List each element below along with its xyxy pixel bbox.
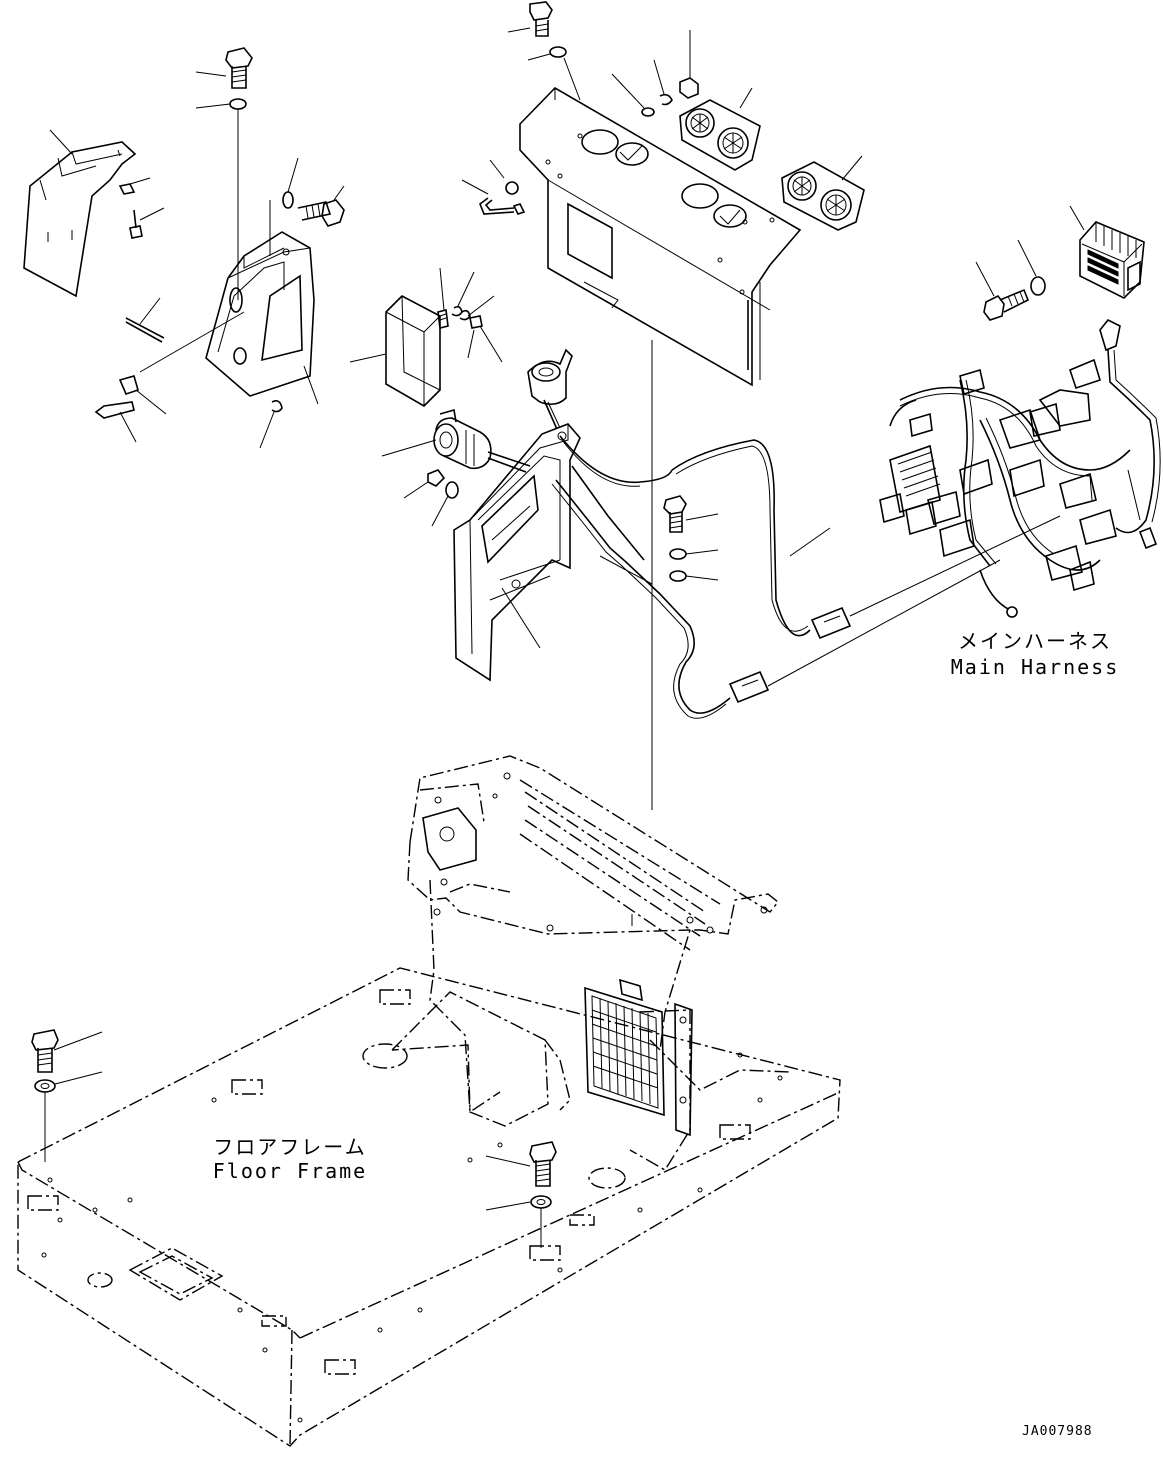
relay-bolt [975, 239, 1046, 321]
side-bolt [282, 157, 345, 227]
relay-module [1069, 205, 1145, 299]
power-socket [381, 408, 531, 473]
cover-plate [349, 295, 441, 408]
floor-grille [584, 978, 693, 1137]
snap-clip [259, 400, 283, 449]
sub-harness-bolt [663, 495, 719, 582]
main-harness-label-jp: メインハーネス [958, 629, 1112, 653]
lock-rod [461, 159, 526, 215]
main-harness-label-en: Main Harness [950, 655, 1120, 679]
pin-rod [125, 297, 165, 343]
floor-frame-label-jp: フロアフレーム [213, 1135, 367, 1159]
center-bracket [453, 423, 581, 682]
left-bracket-bolt [195, 47, 253, 110]
push-rivet [94, 375, 167, 443]
speaker-unit-upper [679, 87, 761, 171]
left-console-bracket [139, 108, 319, 405]
floor-frame [17, 967, 841, 1447]
drawing-code: JA007988 [1022, 1424, 1093, 1439]
rear-cover-panel [519, 86, 802, 387]
speaker-unit-lower [781, 155, 865, 231]
side-cover-curved [23, 129, 137, 298]
main-harness [879, 318, 1161, 618]
socket-nut-washer [403, 469, 459, 527]
floor-bolt-right [485, 1141, 557, 1248]
spring-set [437, 267, 503, 363]
floor-frame-label-en: Floor Frame [212, 1159, 368, 1183]
top-hardware [507, 1, 699, 117]
sub-harness [551, 435, 1061, 719]
clip-fastener-small [118, 177, 165, 239]
lighter [527, 348, 573, 443]
floor-bolt-left [31, 1029, 103, 1162]
console-base-frame [391, 755, 779, 1171]
